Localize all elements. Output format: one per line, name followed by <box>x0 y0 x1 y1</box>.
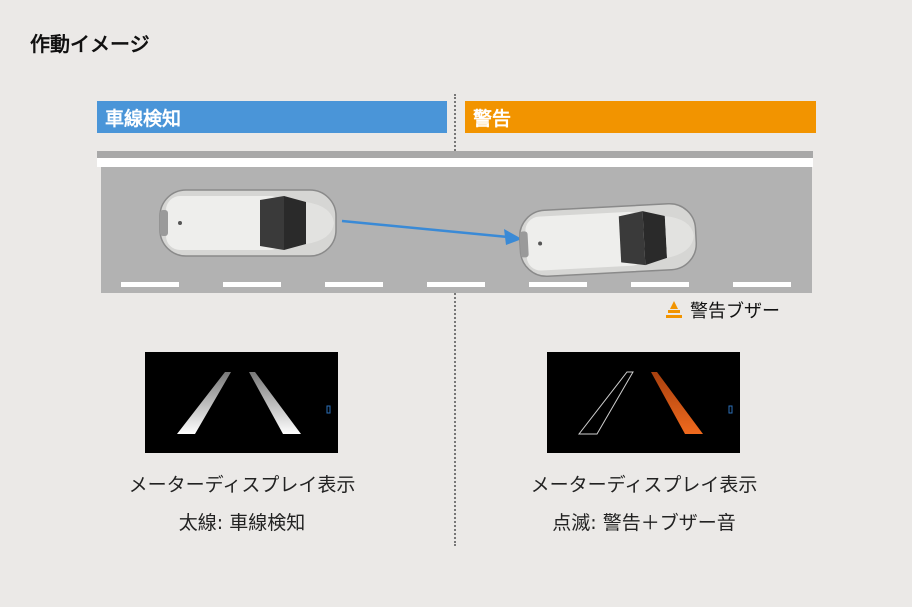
warning-buzzer: 警告ブザー <box>664 297 780 323</box>
buzzer-icon <box>666 301 682 318</box>
page-title: 作動イメージ <box>30 32 150 56</box>
lane-detection-bar: 車線検知 <box>97 101 447 133</box>
section-divider <box>454 94 456 546</box>
lane-drift-arrow <box>341 219 522 245</box>
left-caption-title: メーターディスプレイ表示 <box>128 474 356 496</box>
indicator-icon <box>326 405 331 414</box>
meter-display-lane-detection <box>145 352 338 453</box>
indicator-icon <box>728 405 733 414</box>
warning-label: 警告 <box>473 107 512 130</box>
right-lane-line <box>249 372 301 434</box>
lane-lines-bold <box>177 372 331 434</box>
car-icon-lane-detection <box>159 189 337 257</box>
left-lane-line <box>177 372 231 434</box>
right-caption-title: メーターディスプレイ表示 <box>530 474 758 496</box>
road-edge-line <box>97 151 813 158</box>
buzzer-label: 警告ブザー <box>690 301 780 322</box>
car-icon-warning <box>518 203 698 277</box>
warning-bar: 警告 <box>465 101 816 133</box>
right-lane-line-warning <box>651 372 703 434</box>
lane-lines-flashing <box>577 371 733 435</box>
left-caption-detail: 太線: 車線検知 <box>178 512 306 534</box>
meter-display-warning <box>547 352 740 453</box>
road-edge-white-line <box>97 158 813 167</box>
lane-detection-label: 車線検知 <box>105 107 182 130</box>
left-lane-line-outline <box>577 371 634 435</box>
right-caption-detail: 点滅: 警告＋ブザー音 <box>552 512 736 534</box>
lane-markings <box>121 282 791 287</box>
